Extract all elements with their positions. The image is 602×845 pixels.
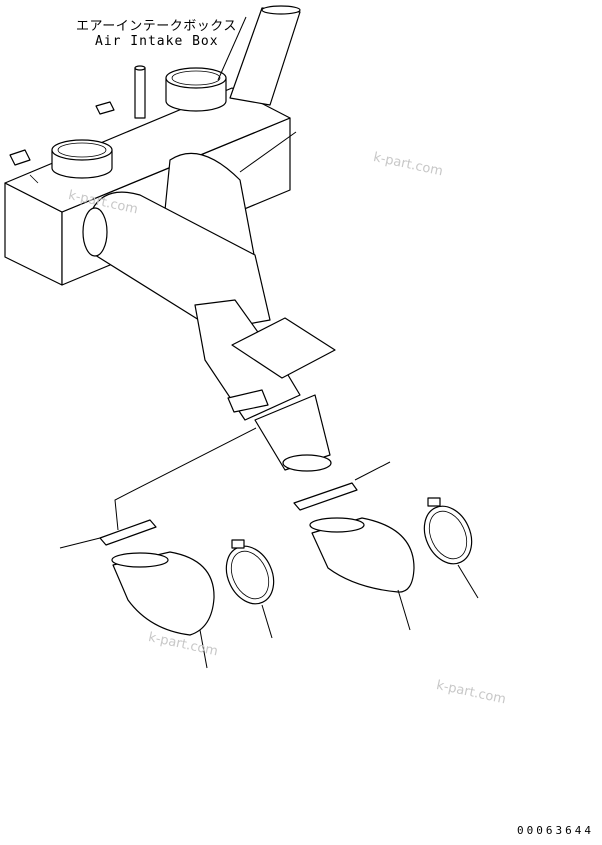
- hose-clamp-right: [423, 497, 473, 565]
- elbow-hose-right: [309, 517, 415, 593]
- vent-pipe: [134, 65, 146, 119]
- inlet-tube-left: [51, 139, 113, 179]
- part-label-english: Air Intake Box: [95, 34, 219, 49]
- upper-duct: [229, 5, 301, 106]
- figure-number: 00063644: [517, 824, 594, 837]
- fitting-left: [99, 519, 157, 546]
- fitting-right: [293, 482, 358, 511]
- y-duct-assembly: [82, 152, 336, 472]
- part-label-japanese: エアーインテークボックス: [76, 19, 237, 34]
- elbow-hose-left: [111, 551, 215, 636]
- inlet-tube-right: [165, 67, 227, 112]
- hose-clamp-left: [225, 539, 275, 605]
